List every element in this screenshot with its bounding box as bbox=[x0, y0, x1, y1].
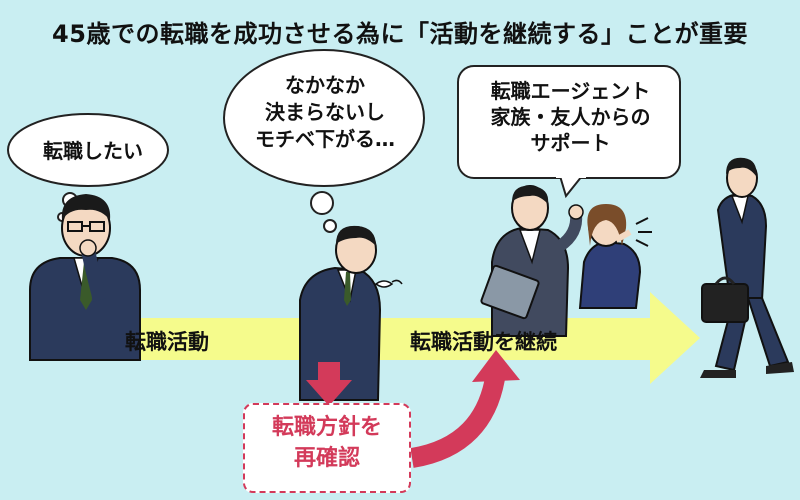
down-arrow bbox=[306, 362, 352, 406]
recheck-line: 再確認 bbox=[293, 445, 360, 471]
person-confident bbox=[700, 157, 794, 378]
thought-bubble-2 bbox=[223, 49, 425, 233]
person-thinking bbox=[29, 194, 141, 361]
arrow-label-continue: 転職活動を継続 bbox=[410, 330, 557, 354]
bubble-line: 決まらないし bbox=[265, 100, 385, 124]
bubble-line: 家族・友人からの bbox=[490, 105, 651, 129]
arrow-label-start: 転職活動 bbox=[125, 330, 209, 354]
supporter-man bbox=[480, 185, 584, 337]
return-arrow bbox=[410, 350, 520, 468]
bubble-line: なかなか bbox=[285, 73, 365, 97]
bubble-line: モチベ下がる… bbox=[255, 127, 395, 151]
speech-bubble-3 bbox=[457, 65, 681, 199]
bubble-text-third: 転職エージェント 家族・友人からの サポート bbox=[463, 78, 678, 156]
page-title: 45歳での転職を成功させる為に「活動を継続する」ことが重要 bbox=[52, 20, 748, 48]
bubble-text-second: なかなか 決まらないし モチベ下がる… bbox=[230, 72, 420, 153]
recheck-box: 転職方針を 再確認 bbox=[243, 403, 411, 493]
bubble-text-first: 転職したい bbox=[43, 139, 143, 163]
bubble-line: サポート bbox=[530, 131, 611, 155]
main-arrow bbox=[105, 292, 700, 384]
recheck-line: 転職方針を bbox=[271, 415, 382, 440]
person-tired bbox=[299, 225, 403, 401]
bubble-line: 転職エージェント bbox=[490, 79, 651, 103]
supporter-woman bbox=[578, 204, 652, 309]
